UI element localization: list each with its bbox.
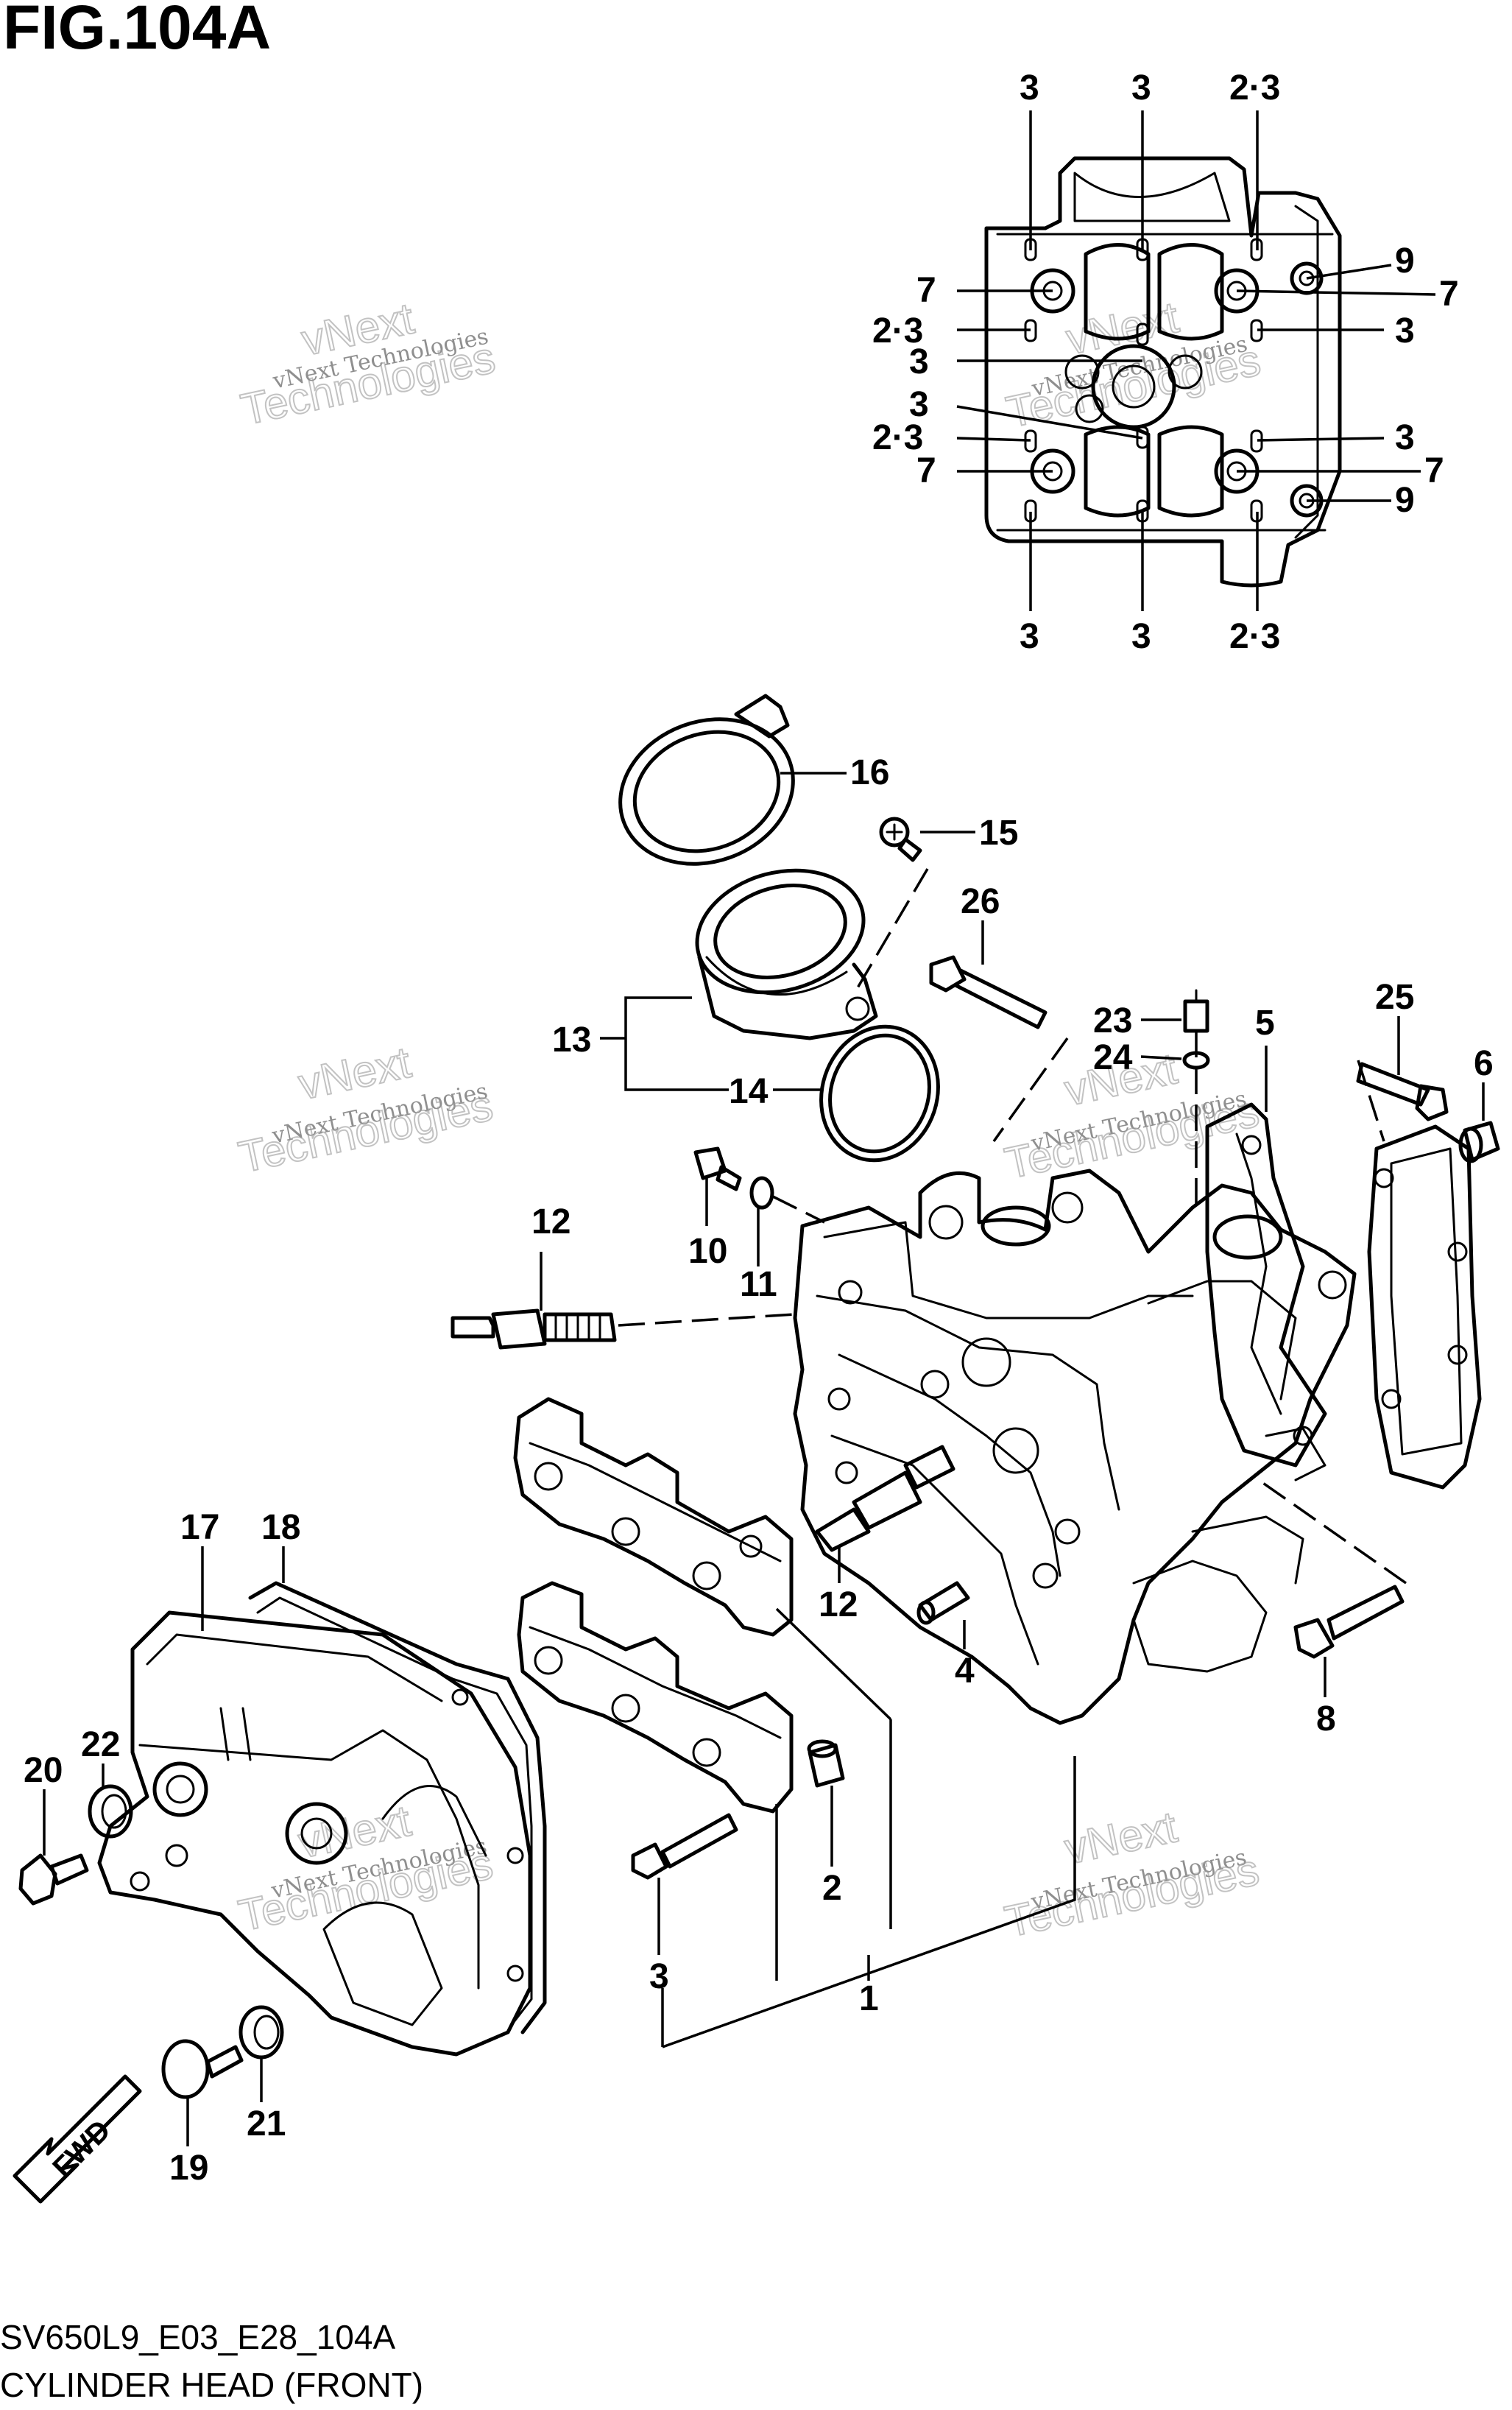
callout-3: 3 [1020,68,1039,108]
callout-9: 9 [1395,481,1415,520]
callout-3: 3 [1395,418,1415,457]
callout-7: 7 [1424,451,1444,490]
callout-2-3: 2·3 [872,418,923,457]
head-cover [97,1546,532,2057]
callout-13: 13 [552,1021,591,1060]
callout-3: 3 [909,385,929,424]
callout-7: 7 [1439,275,1459,314]
callout-17: 17 [180,1508,219,1547]
callout-3: 3 [1020,617,1039,656]
grommet-22 [88,1764,133,1839]
bolt-25 [1356,1016,1449,1142]
callout-12: 12 [531,1202,570,1241]
callout-3: 3 [1131,68,1151,108]
callout-7: 7 [916,271,936,310]
callout-10: 10 [688,1232,727,1271]
o-ring-14 [819,1024,940,1163]
callout-26: 26 [961,882,1000,921]
callout-11: 11 [740,1265,777,1304]
callout-19: 19 [169,2149,208,2188]
figure-caption: CYLINDER HEAD (FRONT) [0,2366,423,2404]
callout-21: 21 [247,2104,286,2143]
callout-4: 4 [955,1652,975,1691]
cylinder-head [793,1169,1357,1725]
callout-16: 16 [850,753,889,792]
grommet-21 [239,2005,284,2102]
callout-14: 14 [729,1072,769,1111]
callout-2-3: 2·3 [872,311,923,350]
callout-1: 1 [859,1979,879,2018]
callout-9: 9 [1395,242,1415,281]
callout-7: 7 [916,451,936,490]
valve-guide-4 [916,1581,970,1649]
watermark-6: vNext Technologies vNext Technologies [1000,1801,1264,1948]
cover-gasket-18 [248,1546,547,2034]
callout-5: 5 [1255,1004,1275,1043]
callout-15: 15 [979,814,1018,853]
bolt-26 [929,920,1069,1143]
callout-23: 23 [1093,1001,1132,1040]
callout-2: 2 [822,1869,842,1908]
spark-plug-bottom [815,1445,955,1583]
intake-pipe [695,868,878,1040]
callout-3: 3 [1395,311,1415,350]
dowel-6 [1458,1082,1500,1163]
watermark-5: vNext Technologies vNext Technologies [234,1795,498,1942]
watermark-3: vNext Technologies vNext Technologies [234,1037,498,1183]
camshaft-holder-lower [517,1581,794,1814]
callout-18: 18 [261,1508,300,1547]
callout-8: 8 [1316,1699,1336,1738]
head-top-view [956,110,1436,611]
figure-code: SV650L9_E03_E28_104A [0,2318,395,2356]
spark-plug-top [451,1252,796,1350]
bolt-19 [161,2039,244,2146]
callout-3: 3 [649,1957,669,1996]
gasket-5 [1205,1046,1327,1468]
dowel-2 [807,1739,845,1867]
figure-title: FIG.104A [3,0,271,62]
bolt-20 [18,1789,89,1906]
gasket-right [1367,1124,1482,1490]
callout-12: 12 [819,1585,858,1624]
bolt-10 [693,1146,742,1226]
callout-6: 6 [1474,1044,1494,1083]
fwd-arrow: FWD [13,2074,142,2204]
bolt-8 [1257,1479,1407,1697]
screw-15 [852,817,975,995]
callout-2-3: 2·3 [1229,617,1280,656]
intake-clamp [618,694,847,866]
callout-24: 24 [1093,1038,1133,1077]
camshaft-holder-upper [513,1397,794,1637]
callouts: 3 3 2·3 9 7 3 3 7 9 7 2·3 3 3 2·3 7 3 3 … [24,68,1494,2188]
callout-22: 22 [81,1725,120,1764]
callout-3: 3 [909,342,929,381]
callout-3: 3 [1131,617,1151,656]
bolt-3 [631,1813,738,1955]
watermark-1: vNext Technologies vNext Technologies [236,292,501,435]
washer-24 [1140,1051,1210,1070]
callout-25: 25 [1375,978,1414,1017]
washer-11 [749,1176,825,1266]
callout-20: 20 [24,1751,63,1790]
fitting-23 [1141,989,1209,1208]
callout-2-3: 2·3 [1229,68,1280,108]
